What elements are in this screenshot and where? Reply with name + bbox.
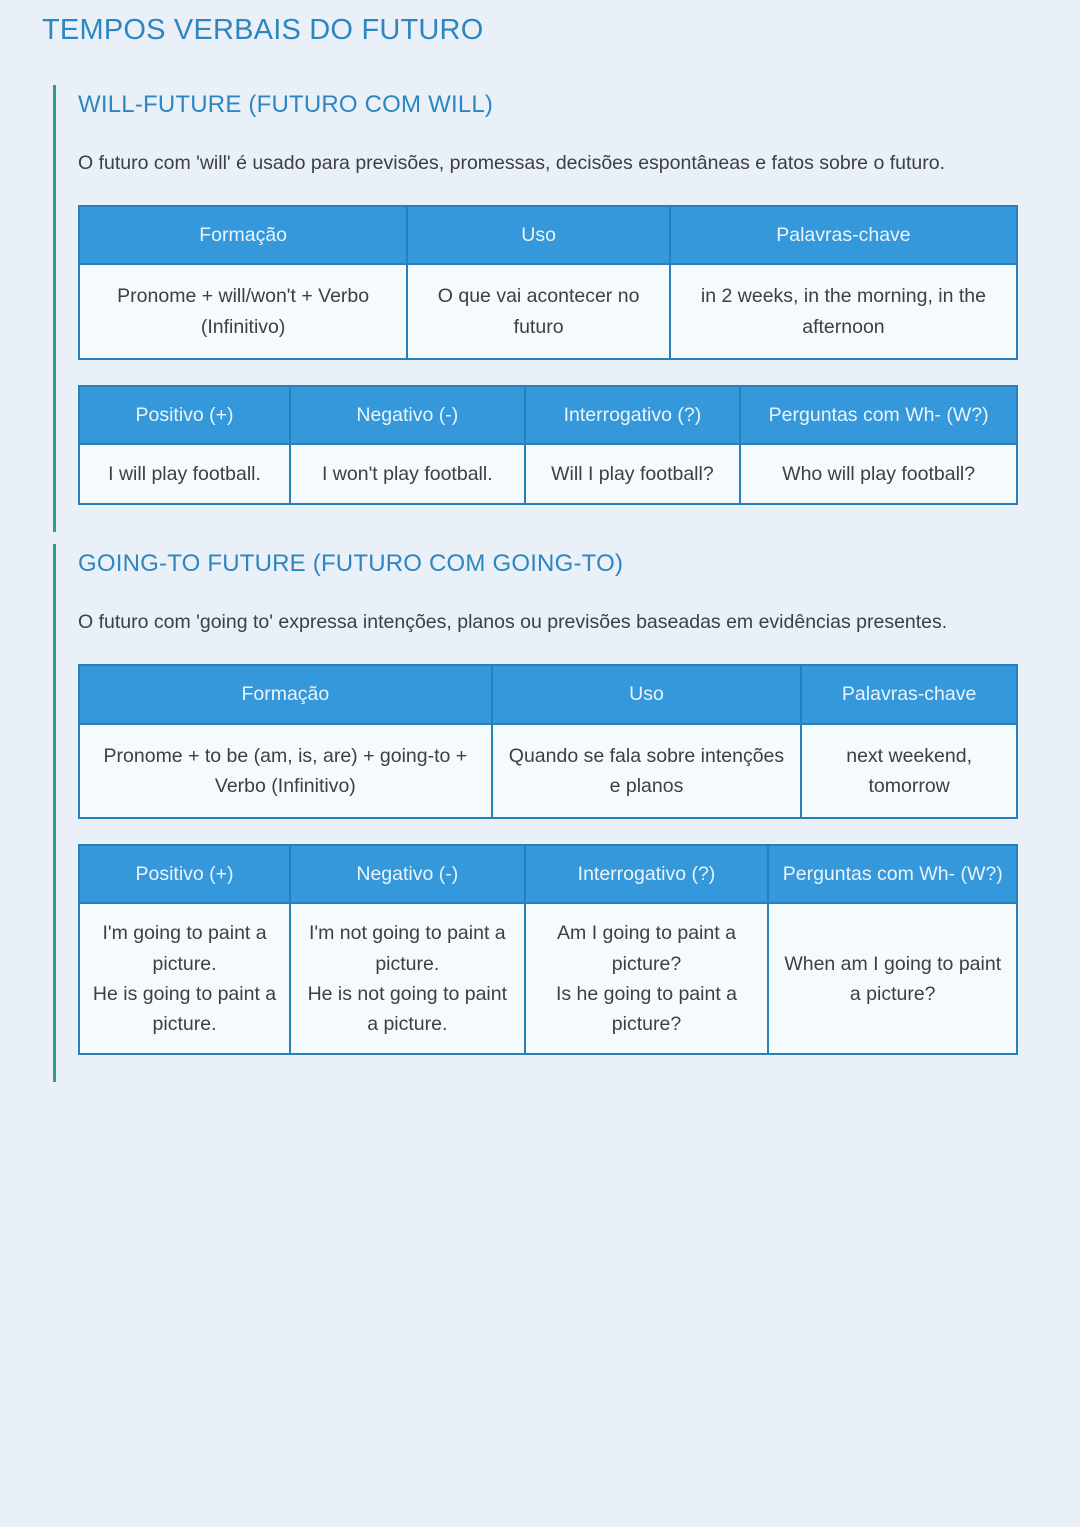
table-header-row: Formação Uso Palavras-chave [78, 664, 1018, 725]
column-header-positivo: Positivo (+) [77, 844, 292, 905]
cell-positivo: I will play football. [77, 443, 292, 506]
will-future-description: O futuro com 'will' é usado para previsõ… [78, 152, 945, 174]
cell-positivo: I'm going to paint a picture. He is goin… [77, 902, 292, 1056]
column-header-negativo: Negativo (-) [289, 384, 526, 446]
column-header-negativo: Negativo (-) [289, 844, 526, 905]
cell-wh-questions: Who will play football? [739, 443, 1018, 506]
going-to-future-heading: GOING-TO FUTURE (FUTURO COM GOING-TO) [78, 550, 624, 578]
cell-palavras-chave: next weekend, tomorrow [800, 722, 1018, 820]
table-row: Pronome + to be (am, is, are) + going-to… [78, 722, 1018, 820]
column-header-uso: Uso [490, 664, 803, 725]
column-header-palavras-chave: Palavras-chave [800, 664, 1018, 725]
table-row: I will play football. I won't play footb… [77, 443, 1018, 506]
section-will-future: WILL-FUTURE (FUTURO COM WILL) O futuro c… [53, 85, 1040, 533]
cell-negativo: I won't play football. [289, 443, 526, 506]
section-going-to-future: GOING-TO FUTURE (FUTURO COM GOING-TO) O … [53, 544, 1040, 1083]
column-header-formacao: Formação [78, 664, 493, 725]
column-header-formacao: Formação [77, 205, 409, 266]
column-header-palavras-chave: Palavras-chave [668, 205, 1019, 266]
will-future-heading: WILL-FUTURE (FUTURO COM WILL) [78, 91, 494, 118]
cell-formacao: Pronome + to be (am, is, are) + going-to… [78, 722, 493, 820]
going-to-future-description: O futuro com 'going to' expressa intençõ… [78, 611, 948, 634]
table-header-row: Positivo (+) Negativo (-) Interrogativo … [77, 844, 1018, 905]
cell-palavras-chave: in 2 weeks, in the morning, in the after… [668, 263, 1019, 360]
table-row: I'm going to paint a picture. He is goin… [77, 902, 1018, 1056]
cell-interrogativo: Am I going to paint a picture? Is he goi… [523, 902, 770, 1056]
page-title: TEMPOS VERBAIS DO FUTURO [42, 14, 484, 46]
cell-negativo: I'm not going to paint a picture. He is … [289, 902, 526, 1056]
table-row: Pronome + will/won't + Verbo (Infinitivo… [77, 263, 1019, 360]
cell-wh-questions: When am I going to paint a picture? [767, 902, 1018, 1056]
column-header-positivo: Positivo (+) [77, 384, 292, 446]
column-header-interrogativo: Interrogativo (?) [523, 844, 770, 905]
cell-uso: Quando se fala sobre intenções e planos [490, 722, 803, 820]
table-header-row: Formação Uso Palavras-chave [77, 205, 1019, 266]
going-to-forms-table: Positivo (+) Negativo (-) Interrogativo … [77, 844, 1018, 1056]
column-header-wh-questions: Perguntas com Wh- (W?) [767, 844, 1018, 905]
will-forms-table: Positivo (+) Negativo (-) Interrogativo … [77, 384, 1018, 506]
column-header-wh-questions: Perguntas com Wh- (W?) [739, 384, 1018, 446]
column-header-uso: Uso [406, 205, 671, 266]
document-page: TEMPOS VERBAIS DO FUTURO WILL-FUTURE (FU… [42, 14, 1040, 1083]
table-header-row: Positivo (+) Negativo (-) Interrogativo … [77, 384, 1018, 446]
will-info-table: Formação Uso Palavras-chave Pronome + wi… [77, 205, 1019, 360]
column-header-interrogativo: Interrogativo (?) [523, 384, 742, 446]
cell-formacao: Pronome + will/won't + Verbo (Infinitivo… [77, 263, 409, 360]
cell-uso: O que vai acontecer no futuro [406, 263, 671, 360]
cell-interrogativo: Will I play football? [523, 443, 742, 506]
going-to-info-table: Formação Uso Palavras-chave Pronome + to… [78, 664, 1018, 820]
